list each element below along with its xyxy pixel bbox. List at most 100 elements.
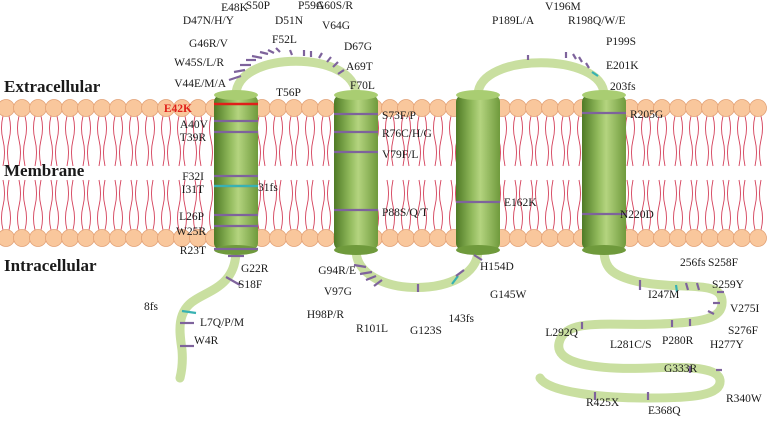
mutation-label-l281c: L281C/S	[610, 339, 652, 351]
lipid-head-lower	[317, 229, 335, 247]
lipid-tail-lower	[417, 179, 427, 231]
lipid-head-lower	[45, 229, 63, 247]
mutation-label-t39r: T39R	[180, 132, 207, 144]
lipid-tail-lower	[177, 179, 187, 231]
mutation-label-w25r: W25R	[176, 226, 206, 238]
lipid-tail-lower	[161, 179, 171, 231]
lipid-tail-upper	[193, 115, 203, 167]
lipid-head-upper	[525, 99, 543, 117]
lipid-tail-upper	[385, 115, 395, 167]
mutation-label-p88s: P88S/Q/T	[382, 207, 428, 219]
mutation-mark-w45s	[233, 68, 246, 74]
lipid-tail-lower	[321, 179, 331, 231]
lipid-tail-upper	[433, 115, 443, 167]
lipid-head-upper	[77, 99, 95, 117]
mutation-mark-a69t	[332, 61, 339, 68]
lipid-tail-upper	[129, 115, 139, 167]
extracellular-loop-2	[473, 58, 609, 100]
lipid-head-upper	[317, 99, 335, 117]
lipid-head-lower	[733, 229, 751, 247]
lipid-tail-upper	[17, 115, 27, 167]
lipid-tail-upper	[321, 115, 331, 167]
lipid-head-upper	[29, 99, 47, 117]
mutation-label-v44e: V44E/M/A	[174, 78, 226, 90]
mutation-label-f70l: F70L	[350, 80, 375, 92]
helix-tm4	[582, 95, 626, 250]
lipid-tail-lower	[545, 179, 555, 231]
lipid-tail-upper	[545, 115, 555, 167]
helix-tm2-top	[334, 90, 378, 100]
mutation-label-p280r: P280R	[662, 335, 694, 347]
mutation-label-g60s: G60S/R	[316, 0, 353, 12]
lipid-tail-upper	[161, 115, 171, 167]
mutation-mark-fs143	[451, 275, 459, 285]
mutation-label-f52l: F52L	[272, 34, 297, 46]
lipid-head-upper	[557, 99, 575, 117]
lipid-tail-upper	[65, 115, 75, 167]
lipid-tail-upper	[529, 115, 539, 167]
lipid-tail-upper	[49, 115, 59, 167]
mutation-label-r76c: R76C/H/G	[382, 128, 432, 140]
lipid-tail-lower	[529, 179, 539, 231]
mutation-mark-f70l	[337, 69, 345, 75]
mutation-mark-t56p	[288, 49, 294, 56]
mutation-mark-d51n	[267, 49, 275, 54]
lipid-tail-lower	[625, 179, 635, 231]
mutation-label-a40v: A40V	[180, 119, 209, 131]
lipid-head-lower	[413, 229, 431, 247]
mutation-label-h154d: H154D	[480, 261, 514, 273]
extracellular-loop-1	[231, 56, 361, 100]
mutation-label-s50p: S50P	[246, 0, 270, 12]
lipid-tail-lower	[113, 179, 123, 231]
mutation-label-fs143: 143fs	[448, 313, 474, 325]
mutation-mark-fs256	[674, 284, 679, 293]
lipid-head-upper	[717, 99, 735, 117]
lipid-tail-upper	[145, 115, 155, 167]
mutation-label-g94r: G94R/E	[318, 265, 356, 277]
mutation-label-l292q: L292Q	[545, 327, 578, 339]
lipid-tail-lower	[673, 179, 683, 231]
mutation-mark-fs8	[181, 309, 197, 315]
mutation-label-h98p: H98P/R	[307, 309, 344, 321]
lipid-tail-lower	[705, 179, 715, 231]
lipid-tail-lower	[737, 179, 747, 231]
mutation-label-p189l: P189L/A	[492, 15, 535, 27]
lipid-head-upper	[141, 99, 159, 117]
lipid-tail-lower	[33, 179, 43, 231]
mutation-label-e42k: E42K	[164, 103, 192, 115]
lipid-tail-lower	[721, 179, 731, 231]
lipid-head-lower	[557, 229, 575, 247]
lipid-tail-lower	[401, 179, 411, 231]
mutation-label-p59a: P59A	[298, 0, 325, 12]
mutation-label-s259y: S259Y	[712, 279, 745, 291]
mutation-label-r101l: R101L	[356, 323, 388, 335]
mutation-label-h277y: H277Y	[710, 339, 745, 351]
mutation-label-g333r: G333R	[664, 363, 698, 375]
lipid-tail-lower	[657, 179, 667, 231]
lipid-head-lower	[0, 229, 15, 247]
lipid-head-upper	[269, 99, 287, 117]
lipid-tail-lower	[433, 179, 443, 231]
lipid-head-lower	[125, 229, 143, 247]
mutation-mark-f52l	[275, 47, 281, 53]
region-labels: Extracellular Membrane Intracellular	[4, 77, 101, 275]
intracellular-loop-1	[351, 245, 483, 292]
lipid-tail-upper	[177, 115, 187, 167]
mutation-label-v196m: V196M	[545, 1, 581, 13]
lipid-tail-upper	[641, 115, 651, 167]
lipid-head-upper	[701, 99, 719, 117]
lipid-tail-upper	[721, 115, 731, 167]
mutation-mark-r198q	[572, 53, 577, 60]
mutation-label-d47n: D47N/H/Y	[183, 15, 235, 27]
lipid-tail-upper	[689, 115, 699, 167]
mutation-label-v275i: V275I	[730, 303, 760, 315]
mutation-label-t56p: T56P	[276, 87, 301, 99]
lipid-head-lower	[285, 229, 303, 247]
mutation-label-e48k: E48K	[221, 2, 249, 14]
mutation-label-fs8: 8fs	[144, 301, 159, 313]
mutation-label-g123s: G123S	[410, 325, 442, 337]
lipid-tail-lower	[17, 179, 27, 231]
lipid-tail-lower	[97, 179, 107, 231]
mutation-label-i247m: I247M	[648, 289, 679, 301]
